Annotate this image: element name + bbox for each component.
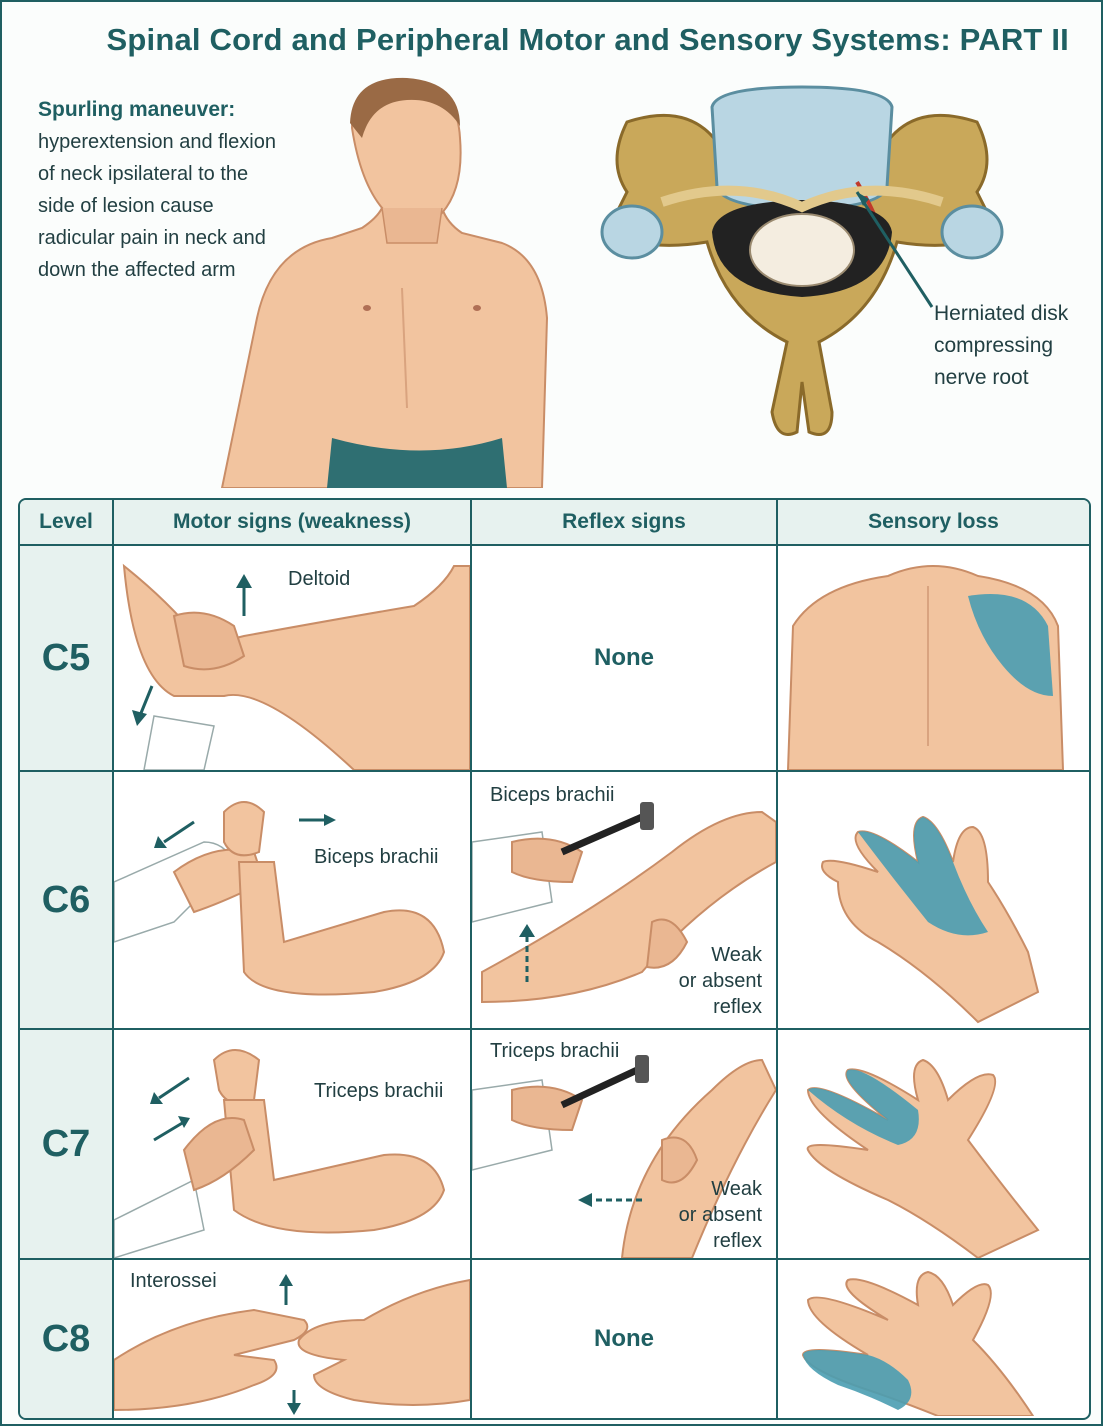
reflex-c7-cell: Triceps brachii Weak or absent reflex [472,1030,778,1258]
reflex-c6-note-line: or absent [678,970,762,992]
spurling-line: side of lesion cause [38,195,214,217]
reflex-c6-note-line: reflex [713,996,762,1018]
herniation-label-line: nerve root [934,366,1029,389]
cervical-vertebra-illustration [600,85,1004,436]
reflex-c8-none: None [472,1260,778,1418]
sensory-c8-hand-illustration [801,1270,1035,1416]
motor-c8-cell: Interossei [114,1260,472,1418]
spurling-line: of neck ipsilateral to the [38,163,249,185]
spurling-person-illustration [220,77,549,488]
triceps-reflex-illustration [472,1055,776,1258]
biceps-test-illustration [114,801,446,996]
reflex-c7-note-line: Weak [711,1178,762,1200]
sensory-c7-hand-illustration [806,1058,1040,1258]
sensory-c5-back-illustration [786,565,1065,770]
reflex-c6-cell: Biceps brachii Weak or absent reflex [472,772,778,1028]
header-sensory: Sensory loss [778,500,1089,544]
nerve-root-table: Level Motor signs (weakness) Reflex sign… [18,498,1091,1420]
reflex-c7-note: Weak or absent reflex [679,1176,762,1254]
level-c5: C5 [20,546,114,770]
level-c7: C7 [20,1030,114,1258]
sensory-c6-cell [778,772,1089,1028]
reflex-c6-note-line: Weak [711,944,762,966]
sensory-c6-hand-illustration [821,815,1040,1024]
level-c6: C6 [20,772,114,1028]
triceps-test-illustration [114,1049,446,1258]
header-motor: Motor signs (weakness) [114,500,472,544]
spurling-line: down the affected arm [38,259,236,281]
deltoid-test-illustration [122,563,470,770]
reflex-c7-title: Triceps brachii [490,1040,620,1062]
motor-c6-label: Biceps brachii [314,846,439,868]
header-reflex: Reflex signs [472,500,778,544]
reflex-c6-title: Biceps brachii [490,784,615,806]
motor-c5-label: Deltoid [288,568,351,590]
table-row-c7: C7 Triceps brachii [20,1030,1089,1260]
table-header-row: Level Motor signs (weakness) Reflex sign… [20,500,1089,546]
herniated-disk-label: Herniated disk compressing nerve root [934,298,1068,394]
herniation-label-line: compressing [934,334,1054,357]
spurling-line: hyperextension and flexion [38,131,276,153]
reflex-c6-note: Weak or absent reflex [679,942,762,1020]
table-row-c8: C8 Interossei None [20,1260,1089,1418]
motor-c7-label: Triceps brachii [314,1080,444,1102]
spurling-heading: Spurling maneuver: [38,98,236,121]
sensory-c8-cell [778,1260,1089,1418]
sensory-c5-cell [778,546,1089,770]
motor-c6-cell: Biceps brachii [114,772,472,1028]
motor-c8-label: Interossei [130,1270,217,1292]
motor-c7-cell: Triceps brachii [114,1030,472,1258]
table-row-c6: C6 Biceps brachii [20,772,1089,1030]
header-level: Level [20,500,114,544]
spurling-description: Spurling maneuver: hyperextension and fl… [38,98,303,286]
reflex-c7-note-line: reflex [713,1230,762,1252]
motor-c5-cell: Deltoid [114,546,472,770]
biceps-reflex-illustration [472,802,776,1004]
table-row-c5: C5 Deltoid None [20,546,1089,772]
interossei-test-illustration [114,1274,470,1415]
reflex-c7-note-line: or absent [678,1204,762,1226]
sensory-c7-cell [778,1030,1089,1258]
herniation-label-line: Herniated disk [934,302,1069,325]
reflex-c5-none: None [472,546,778,770]
spurling-line: radicular pain in neck and [38,227,266,249]
page-title: Spinal Cord and Peripheral Motor and Sen… [106,22,1069,57]
level-c8: C8 [20,1260,114,1418]
